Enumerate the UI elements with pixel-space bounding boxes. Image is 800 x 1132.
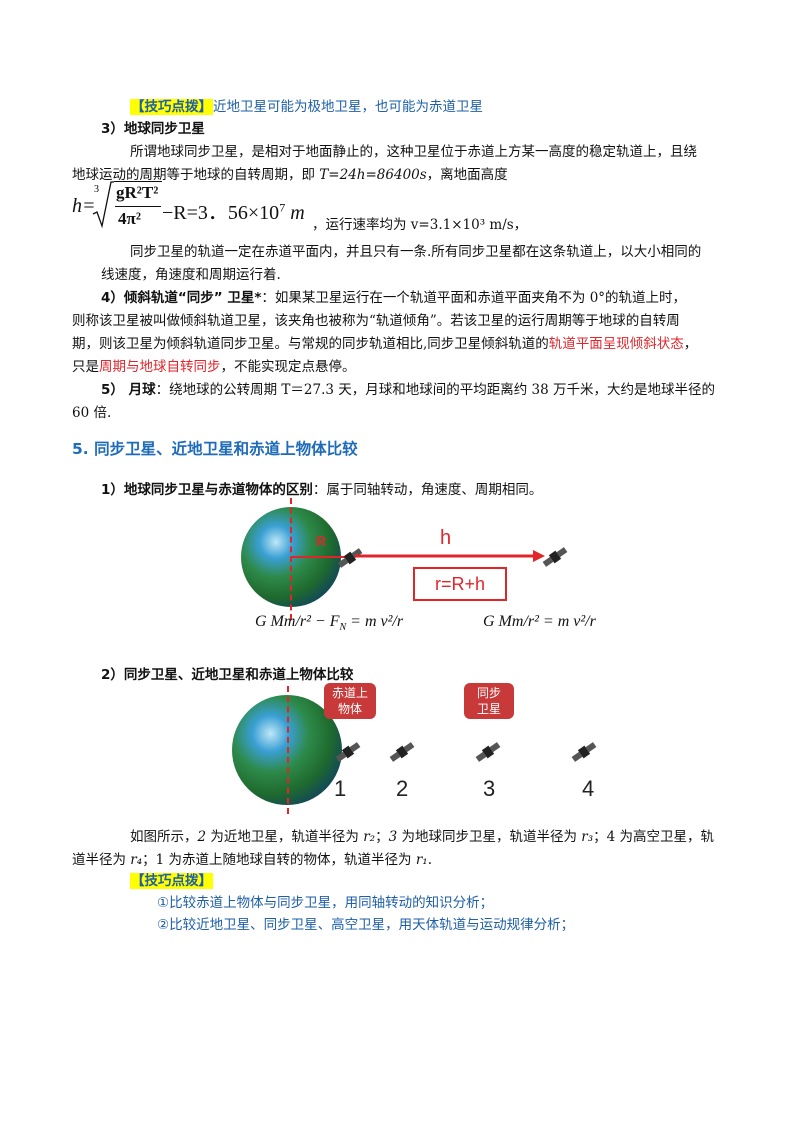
s3-line3: 同步卫星的轨道一定在赤道平面内，并且只有一条.所有同步卫星都在这条轨道上，以大小… bbox=[130, 244, 702, 260]
earth-axis bbox=[290, 498, 292, 620]
callout-sync-satellite: 同步卫星 bbox=[464, 683, 514, 719]
para-line1: 如图所示，2 为近地卫星，轨道半径为 r₂；3 为地球同步卫星，轨道半径为 r₃… bbox=[130, 829, 715, 845]
label-3: 3 bbox=[483, 776, 496, 801]
radical-overline bbox=[114, 181, 162, 182]
tip-label: 【技巧点拨】 bbox=[130, 99, 213, 115]
label-2: 2 bbox=[396, 776, 409, 801]
s4-line1: 4）倾斜轨道“同步” 卫星*：如果某卫星运行在一个轨道平面和赤道平面夹角不为 0… bbox=[101, 290, 687, 306]
equation-1: G Mm/r² − FN = m v²/r bbox=[255, 613, 404, 634]
s3-line1: 所谓地球同步卫星，是相对于地面静止的，这种卫星位于赤道上方某一高度的稳定轨道上，… bbox=[130, 144, 697, 160]
tip-line-2: 【技巧点拨】 bbox=[130, 869, 213, 889]
satellite-icon bbox=[571, 742, 597, 762]
s4-line3: 期，则该卫星为倾斜轨道同步卫星。与常规的同步轨道相比,同步卫星倾斜轨道的轨道平面… bbox=[72, 336, 698, 352]
s4-line2: 则称该卫星被叫做倾斜轨道卫星，该夹角也被称为“轨道倾角”。若该卫星的运行周期等于… bbox=[72, 313, 680, 329]
satellite-icon bbox=[389, 742, 415, 762]
formula-numerator: gR²T² bbox=[116, 183, 159, 202]
s3-line4: 线速度，角速度和周期运行着. bbox=[101, 267, 281, 283]
radius-label: R bbox=[316, 533, 327, 549]
callout-equator-object: 赤道上物体 bbox=[324, 683, 376, 719]
para-line2: 道半径为 r₄；1 为赤道上随地球自转的物体，轨道半径为 r₁. bbox=[72, 852, 433, 868]
tip-line-1: 【技巧点拨】近地卫星可能为极地卫星，也可能为赤道卫星 bbox=[130, 95, 483, 115]
radius-line bbox=[290, 556, 345, 558]
sub2-title: 2）同步卫星、近地卫星和赤道上物体比较 bbox=[101, 667, 354, 683]
section-3-title: 3）地球同步卫星 bbox=[101, 121, 205, 137]
s4-line4: 只是周期与地球自转同步，不能实现定点悬停。 bbox=[72, 359, 356, 375]
s5-line1: 5） 月球：绕地球的公转周期 T＝27.3 天，月球和地球间的平均距离约 38 … bbox=[101, 382, 715, 398]
svg-text:3: 3 bbox=[94, 184, 99, 195]
formula-denominator: 4π² bbox=[118, 209, 141, 228]
earth-axis-2 bbox=[287, 686, 289, 814]
radical-sign: 3 bbox=[92, 181, 114, 229]
tip-text: 近地卫星可能为极地卫星，也可能为赤道卫星 bbox=[213, 99, 483, 115]
satellite-icon bbox=[337, 548, 363, 568]
formula-result: −R=3．56×107 m bbox=[162, 200, 305, 224]
formula-height: h= bbox=[72, 195, 96, 217]
section-heading: 5. 同步卫星、近地卫星和赤道上物体比较 bbox=[72, 440, 358, 458]
satellite-icon bbox=[542, 547, 568, 567]
satellite-icon bbox=[475, 742, 501, 762]
equation-2: G Mm/r² = m v²/r bbox=[483, 613, 596, 630]
height-label: h bbox=[440, 527, 452, 549]
tip2-item1: ①比较赤道上物体与同步卫星，用同轴转动的知识分析； bbox=[157, 895, 494, 911]
tip-label-2: 【技巧点拨】 bbox=[130, 873, 213, 889]
s5-line2: 60 倍. bbox=[72, 405, 112, 421]
satellite-icon bbox=[335, 742, 361, 762]
label-1: 1 bbox=[334, 776, 347, 801]
radius-formula-box: r=R+h bbox=[413, 567, 507, 601]
height-arrow bbox=[355, 550, 545, 562]
tip2-item2: ②比较近地卫星、同步卫星、高空卫星，用天体轨道与运动规律分析； bbox=[157, 917, 575, 933]
fraction-bar bbox=[115, 206, 161, 207]
s3-velocity: ，运行速率均为 v=3.1×10³ m/s， bbox=[312, 217, 528, 233]
s3-line2: 地球运动的周期等于地球的自转周期，即 T=24h=86400s，离地面高度 bbox=[72, 167, 508, 183]
label-4: 4 bbox=[582, 776, 595, 801]
sub1-line: 1）地球同步卫星与赤道物体的区别：属于同轴转动，角速度、周期相同。 bbox=[101, 482, 543, 498]
